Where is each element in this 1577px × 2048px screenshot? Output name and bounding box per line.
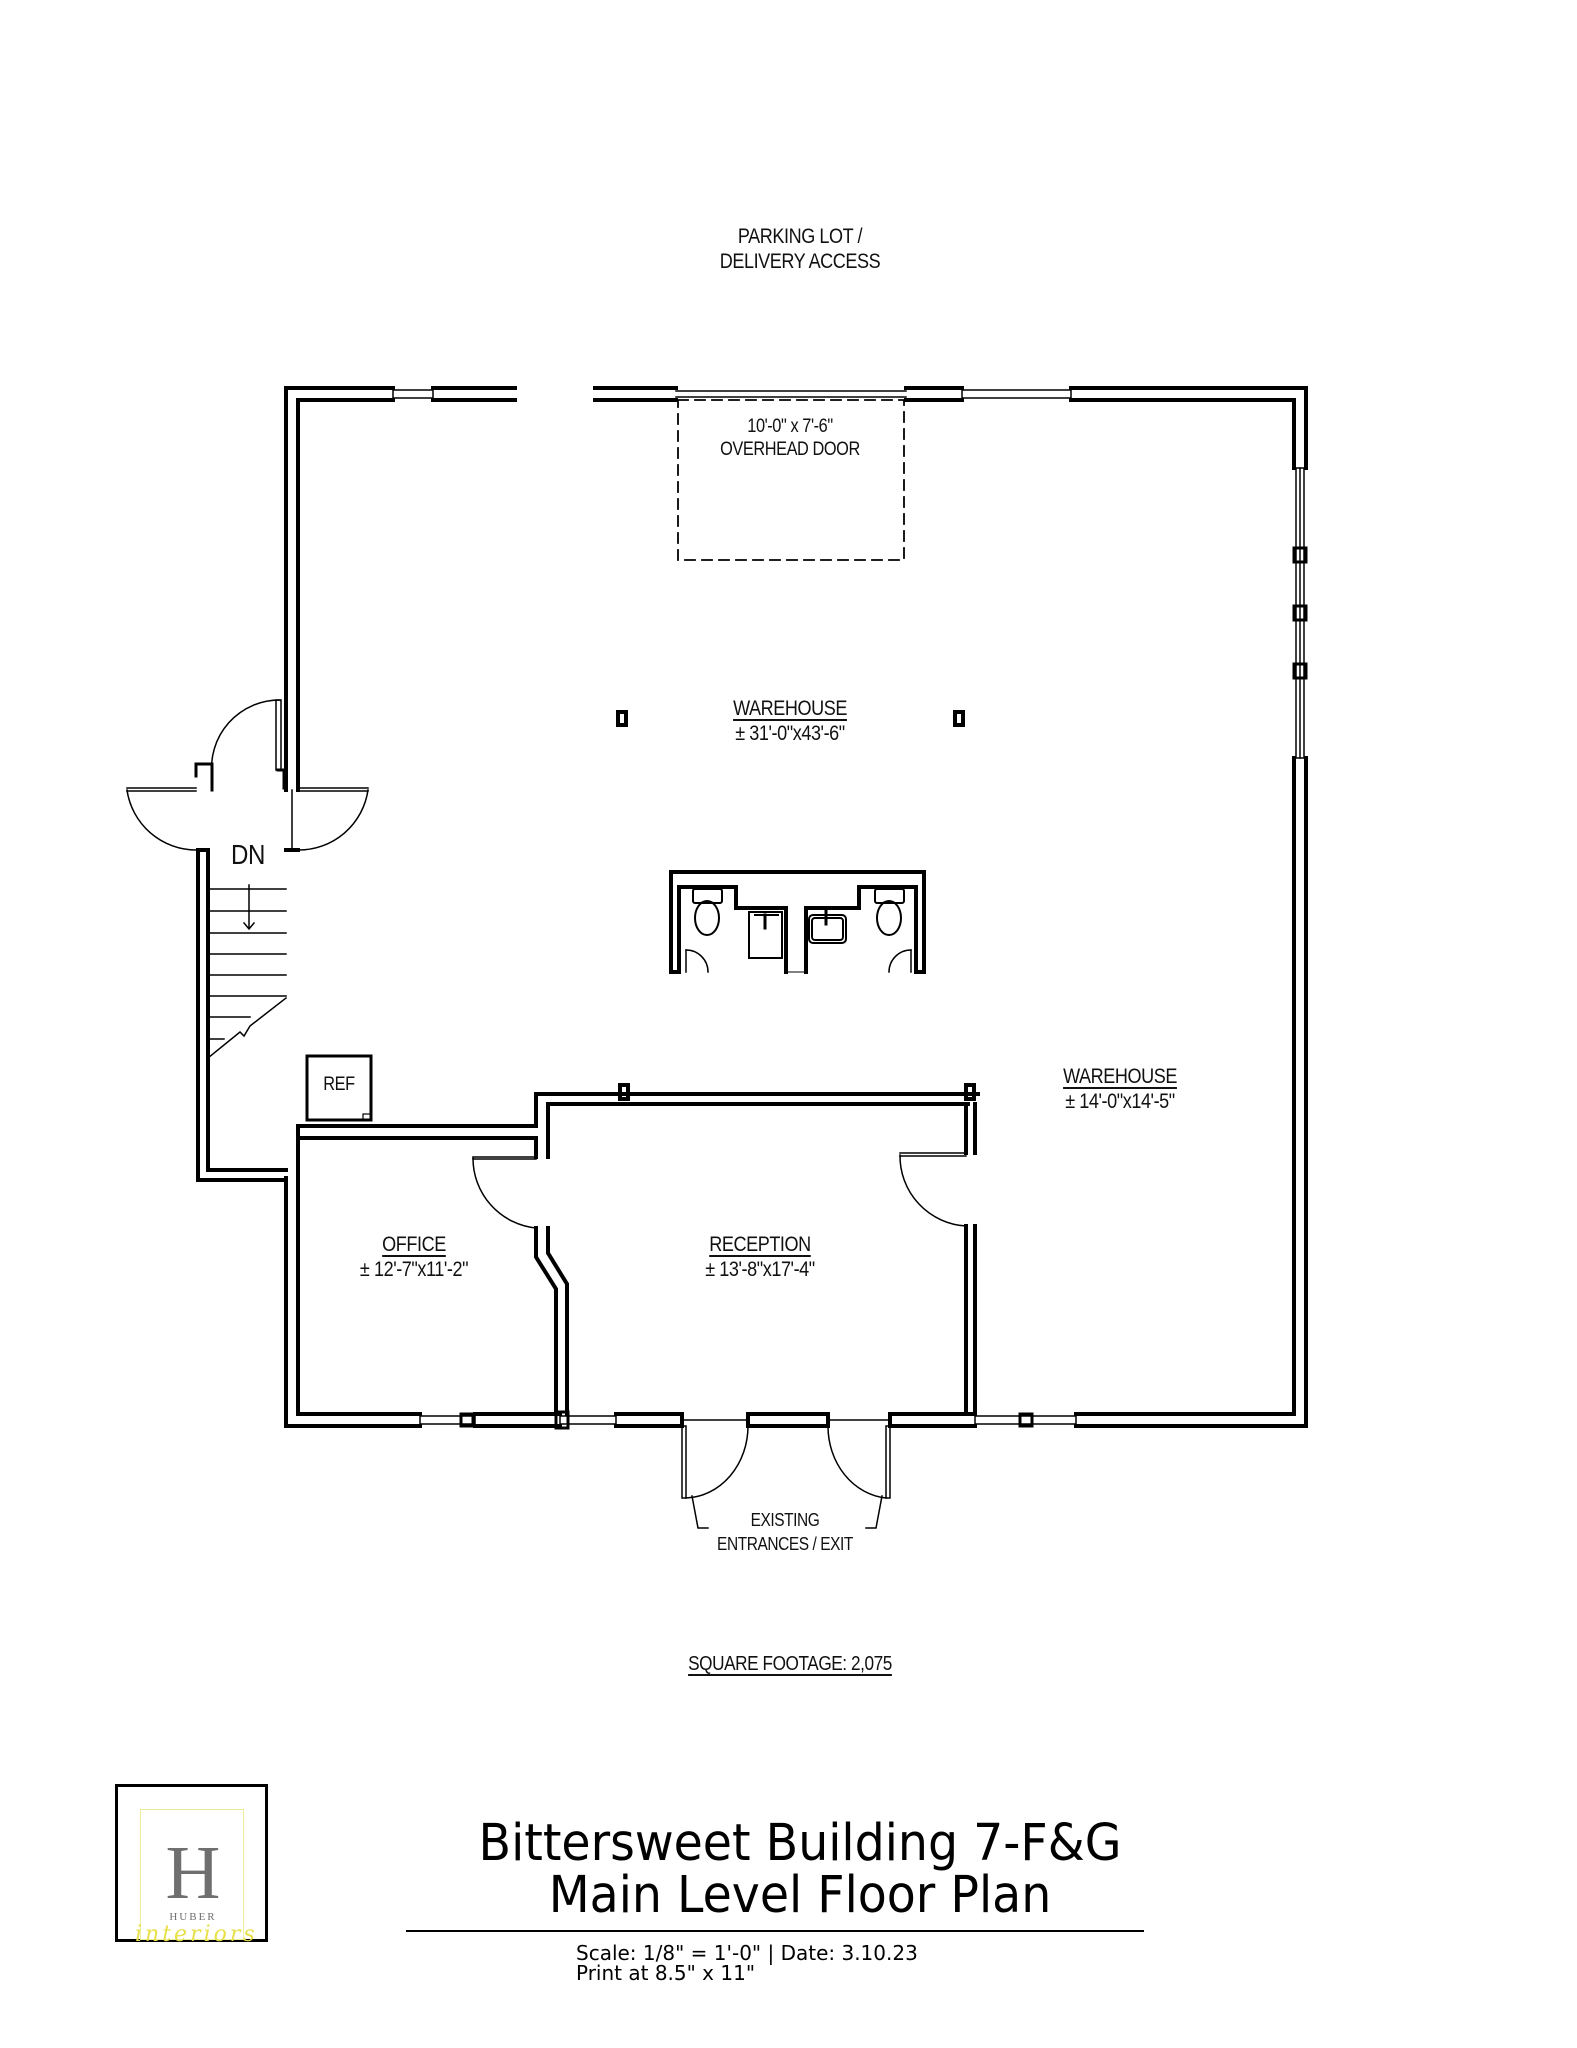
overhead-door	[675, 390, 907, 561]
parking-lot-label: PARKING LOT / DELIVERY ACCESS	[662, 224, 937, 274]
logo-monogram: H	[165, 1831, 221, 1915]
title-divider	[406, 1930, 1144, 1932]
parking-line-2: DELIVERY ACCESS	[719, 250, 881, 273]
room-name: RECEPTION	[709, 1233, 811, 1256]
landing-doors	[126, 699, 369, 851]
restroom-fixtures	[685, 888, 912, 973]
print-size: Print at 8.5" x 11"	[576, 1961, 756, 1985]
overhead-door-label: 10'-0" x 7'-6" OVERHEAD DOOR	[661, 415, 919, 461]
room-label-reception: RECEPTION ± 13'-8"x17'-4"	[674, 1232, 846, 1282]
stair-treads	[206, 884, 288, 1060]
room-dims: ± 12'-7"x11'-2"	[359, 1258, 469, 1281]
room-label-warehouse-side: WAREHOUSE ± 14'-0"x14'-5"	[1017, 1064, 1223, 1114]
room-name: WAREHOUSE	[1063, 1065, 1177, 1088]
plan-subtitle: Main Level Floor Plan	[548, 1866, 1052, 1925]
logo-brand: HUBER	[169, 1911, 217, 1923]
square-footage: SQUARE FOOTAGE: 2,075	[688, 1653, 892, 1675]
stair-down-label: DN	[231, 839, 265, 870]
entrances-label: EXISTING ENTRANCES / EXIT	[678, 1508, 893, 1556]
entrance-doors	[681, 1419, 891, 1529]
ref-label: REF	[323, 1074, 355, 1095]
room-dims: ± 13'-8"x17'-4"	[705, 1258, 815, 1281]
window-right	[1292, 467, 1308, 759]
window-top	[392, 389, 1072, 399]
scale-date: Scale: 1/8" = 1'-0" | Date: 3.10.23	[576, 1941, 918, 1965]
entrances-line-2: ENTRANCES / EXIT	[717, 1534, 853, 1554]
room-name: OFFICE	[382, 1233, 446, 1256]
restroom-block	[669, 870, 926, 974]
entrances-line-1: EXISTING	[750, 1510, 820, 1530]
room-label-office: OFFICE ± 12'-7"x11'-2"	[328, 1232, 500, 1282]
logo-frame: H HUBER interiors	[135, 1809, 255, 1947]
room-label-warehouse-main: WAREHOUSE ± 31'-0"x43'-6"	[661, 696, 919, 746]
room-name: WAREHOUSE	[733, 697, 847, 720]
stair-enclosure	[196, 848, 300, 1182]
exterior-wall	[284, 386, 1308, 1428]
overhead-door-size: 10'-0" x 7'-6"	[747, 416, 833, 437]
structural-column	[616, 710, 965, 727]
plan-title: Bittersweet Building 7-F&G	[478, 1814, 1122, 1873]
refrigerator	[305, 1054, 373, 1122]
overhead-door-text: OVERHEAD DOOR	[720, 439, 860, 460]
interior-walls	[296, 1083, 980, 1416]
huber-interiors-logo: H HUBER interiors	[115, 1784, 268, 1947]
window-bottom	[419, 1410, 1077, 1430]
logo-tagline: interiors	[135, 1922, 258, 1947]
parking-line-1: PARKING LOT /	[737, 225, 863, 248]
room-dims: ± 14'-0"x14'-5"	[1065, 1090, 1175, 1113]
interior-door-swings	[472, 1154, 967, 1229]
room-dims: ± 31'-0"x43'-6"	[735, 722, 845, 745]
